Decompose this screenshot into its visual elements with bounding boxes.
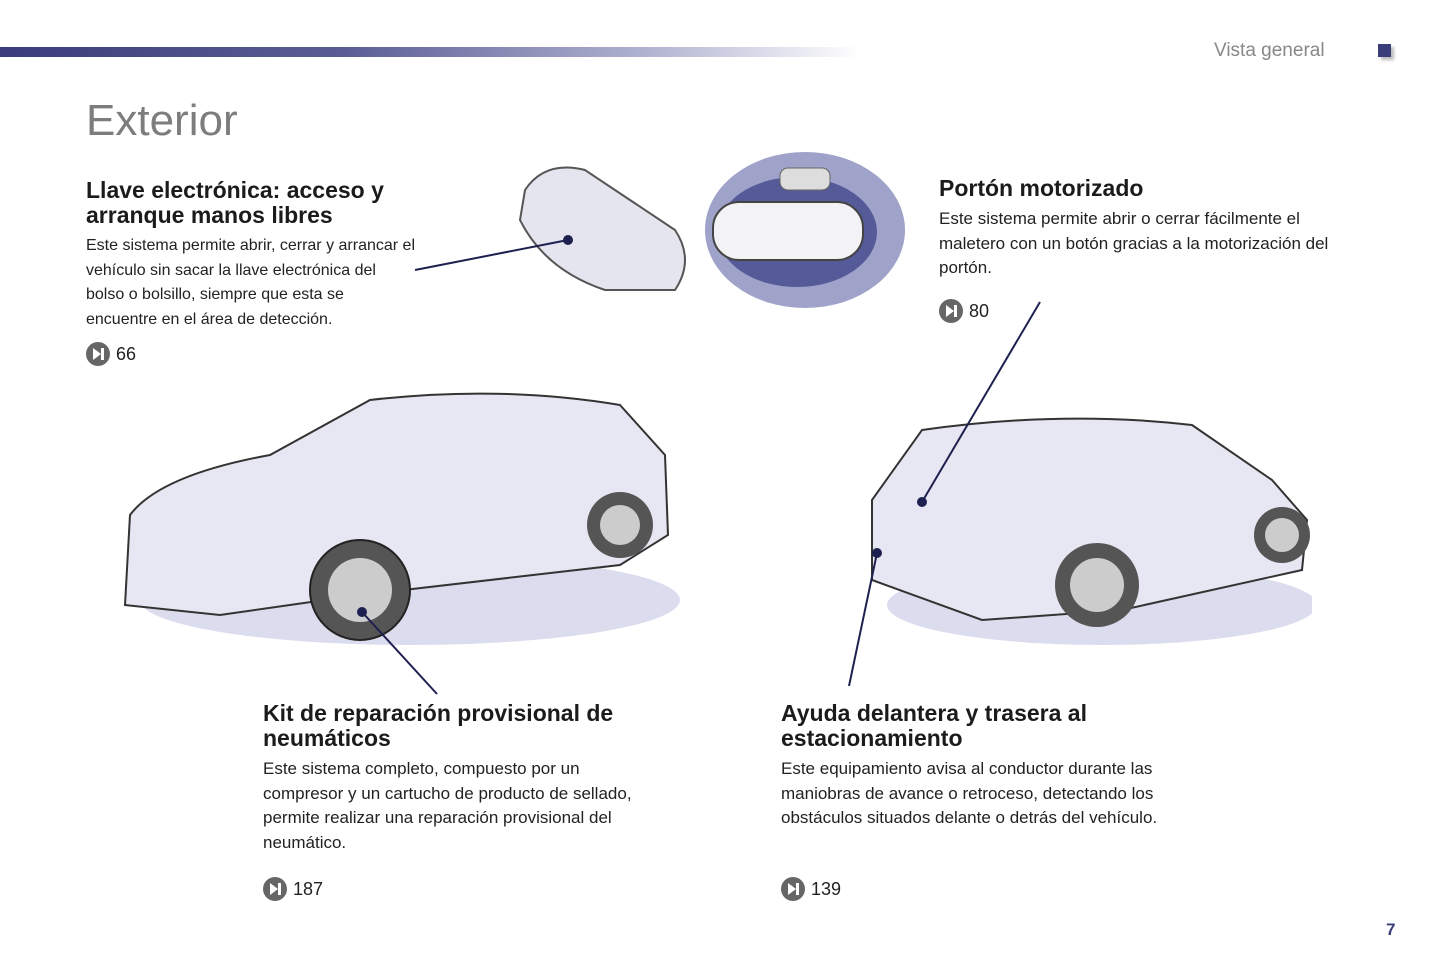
- page-number: 7: [1386, 920, 1396, 939]
- ref-number: 187: [293, 878, 324, 899]
- item-text: Este sistema permite abrir o cerrar fáci…: [939, 209, 1329, 277]
- ref-number: 139: [811, 878, 842, 899]
- page-link-icon: [939, 299, 963, 323]
- item-title: Ayuda delantera y trasera al estacionami…: [781, 700, 1087, 751]
- rear-car-illustration: [871, 417, 1312, 645]
- item-title: Kit de reparación provisional de neumáti…: [263, 700, 614, 751]
- item-text: Este equipamiento avisa al conductor dur…: [781, 759, 1158, 827]
- page-link-icon: [86, 342, 110, 366]
- item-title: Portón motorizado: [939, 175, 1144, 201]
- page-link-icon: [781, 877, 805, 901]
- item-parking-sensors: Ayuda delantera y trasera al estacionami…: [781, 701, 1171, 831]
- item-power-tailgate: Portón motorizado Este sistema permite a…: [939, 176, 1329, 281]
- page-ref-link[interactable]: 66: [86, 342, 136, 366]
- page-ref-link[interactable]: 187: [263, 877, 323, 901]
- front-car-illustration: [123, 392, 680, 645]
- item-smart-key: Llave electrónica: acceso y arranque man…: [86, 178, 416, 332]
- section-label: Vista general: [1214, 40, 1325, 61]
- page-title: Exterior: [86, 96, 238, 145]
- header-bar: [0, 47, 860, 57]
- item-text: Este sistema completo, compuesto por un …: [263, 759, 632, 852]
- page-ref-link[interactable]: 139: [781, 877, 841, 901]
- page-ref-link[interactable]: 80: [939, 299, 989, 323]
- item-tyre-repair-kit: Kit de reparación provisional de neumáti…: [263, 701, 653, 855]
- item-title: Llave electrónica: acceso y arranque man…: [86, 177, 384, 228]
- item-text: Este sistema permite abrir, cerrar y arr…: [86, 237, 415, 328]
- ref-number: 80: [969, 300, 990, 321]
- section-marker: [1378, 44, 1391, 57]
- key-illustration: [518, 152, 905, 308]
- ref-number: 66: [116, 343, 137, 364]
- page-link-icon: [263, 877, 287, 901]
